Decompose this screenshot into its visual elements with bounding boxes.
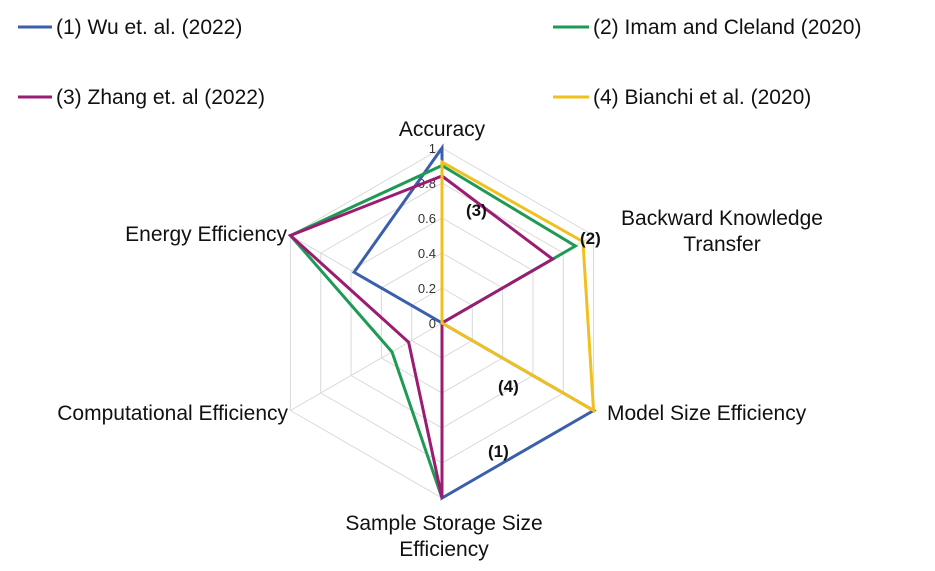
legend: (1) Wu et. al. (2022) (2) Imam and Clela… bbox=[18, 16, 861, 109]
annotation-series-3: (3) bbox=[466, 201, 487, 220]
axis-label-5: Energy Efficiency bbox=[125, 223, 287, 246]
annotation-series-4: (4) bbox=[498, 377, 519, 396]
legend-label-4: (4) Bianchi et al. (2020) bbox=[593, 86, 811, 109]
tick-label-2: 0.4 bbox=[418, 246, 436, 261]
legend-label-2: (2) Imam and Cleland (2020) bbox=[593, 16, 861, 39]
series-line-4 bbox=[440, 159, 596, 414]
grid-spoke-4 bbox=[290, 322, 443, 411]
axis-label-2: Model Size Efficiency bbox=[607, 402, 807, 425]
axis-label-4: Computational Efficiency bbox=[57, 402, 288, 425]
series-line-3 bbox=[287, 174, 556, 499]
tick-label-5: 1 bbox=[429, 141, 436, 156]
annotation-series-1: (1) bbox=[488, 442, 509, 461]
series-lines bbox=[287, 143, 597, 501]
legend-item-4: (4) Bianchi et al. (2020) bbox=[553, 86, 811, 109]
series-annotations: (1) (2) (3) (4) bbox=[466, 201, 601, 461]
legend-label-3: (3) Zhang et. al (2022) bbox=[56, 86, 265, 109]
axis-label-0: Accuracy bbox=[399, 118, 486, 141]
legend-item-1: (1) Wu et. al. (2022) bbox=[18, 16, 242, 39]
tick-label-1: 0.2 bbox=[418, 281, 436, 296]
legend-label-1: (1) Wu et. al. (2022) bbox=[56, 16, 242, 39]
tick-label-3: 0.6 bbox=[418, 211, 436, 226]
legend-item-2: (2) Imam and Cleland (2020) bbox=[553, 16, 861, 39]
tick-label-0: 0 bbox=[429, 316, 436, 331]
annotation-series-2: (2) bbox=[580, 229, 601, 248]
legend-item-3: (3) Zhang et. al (2022) bbox=[18, 86, 265, 109]
